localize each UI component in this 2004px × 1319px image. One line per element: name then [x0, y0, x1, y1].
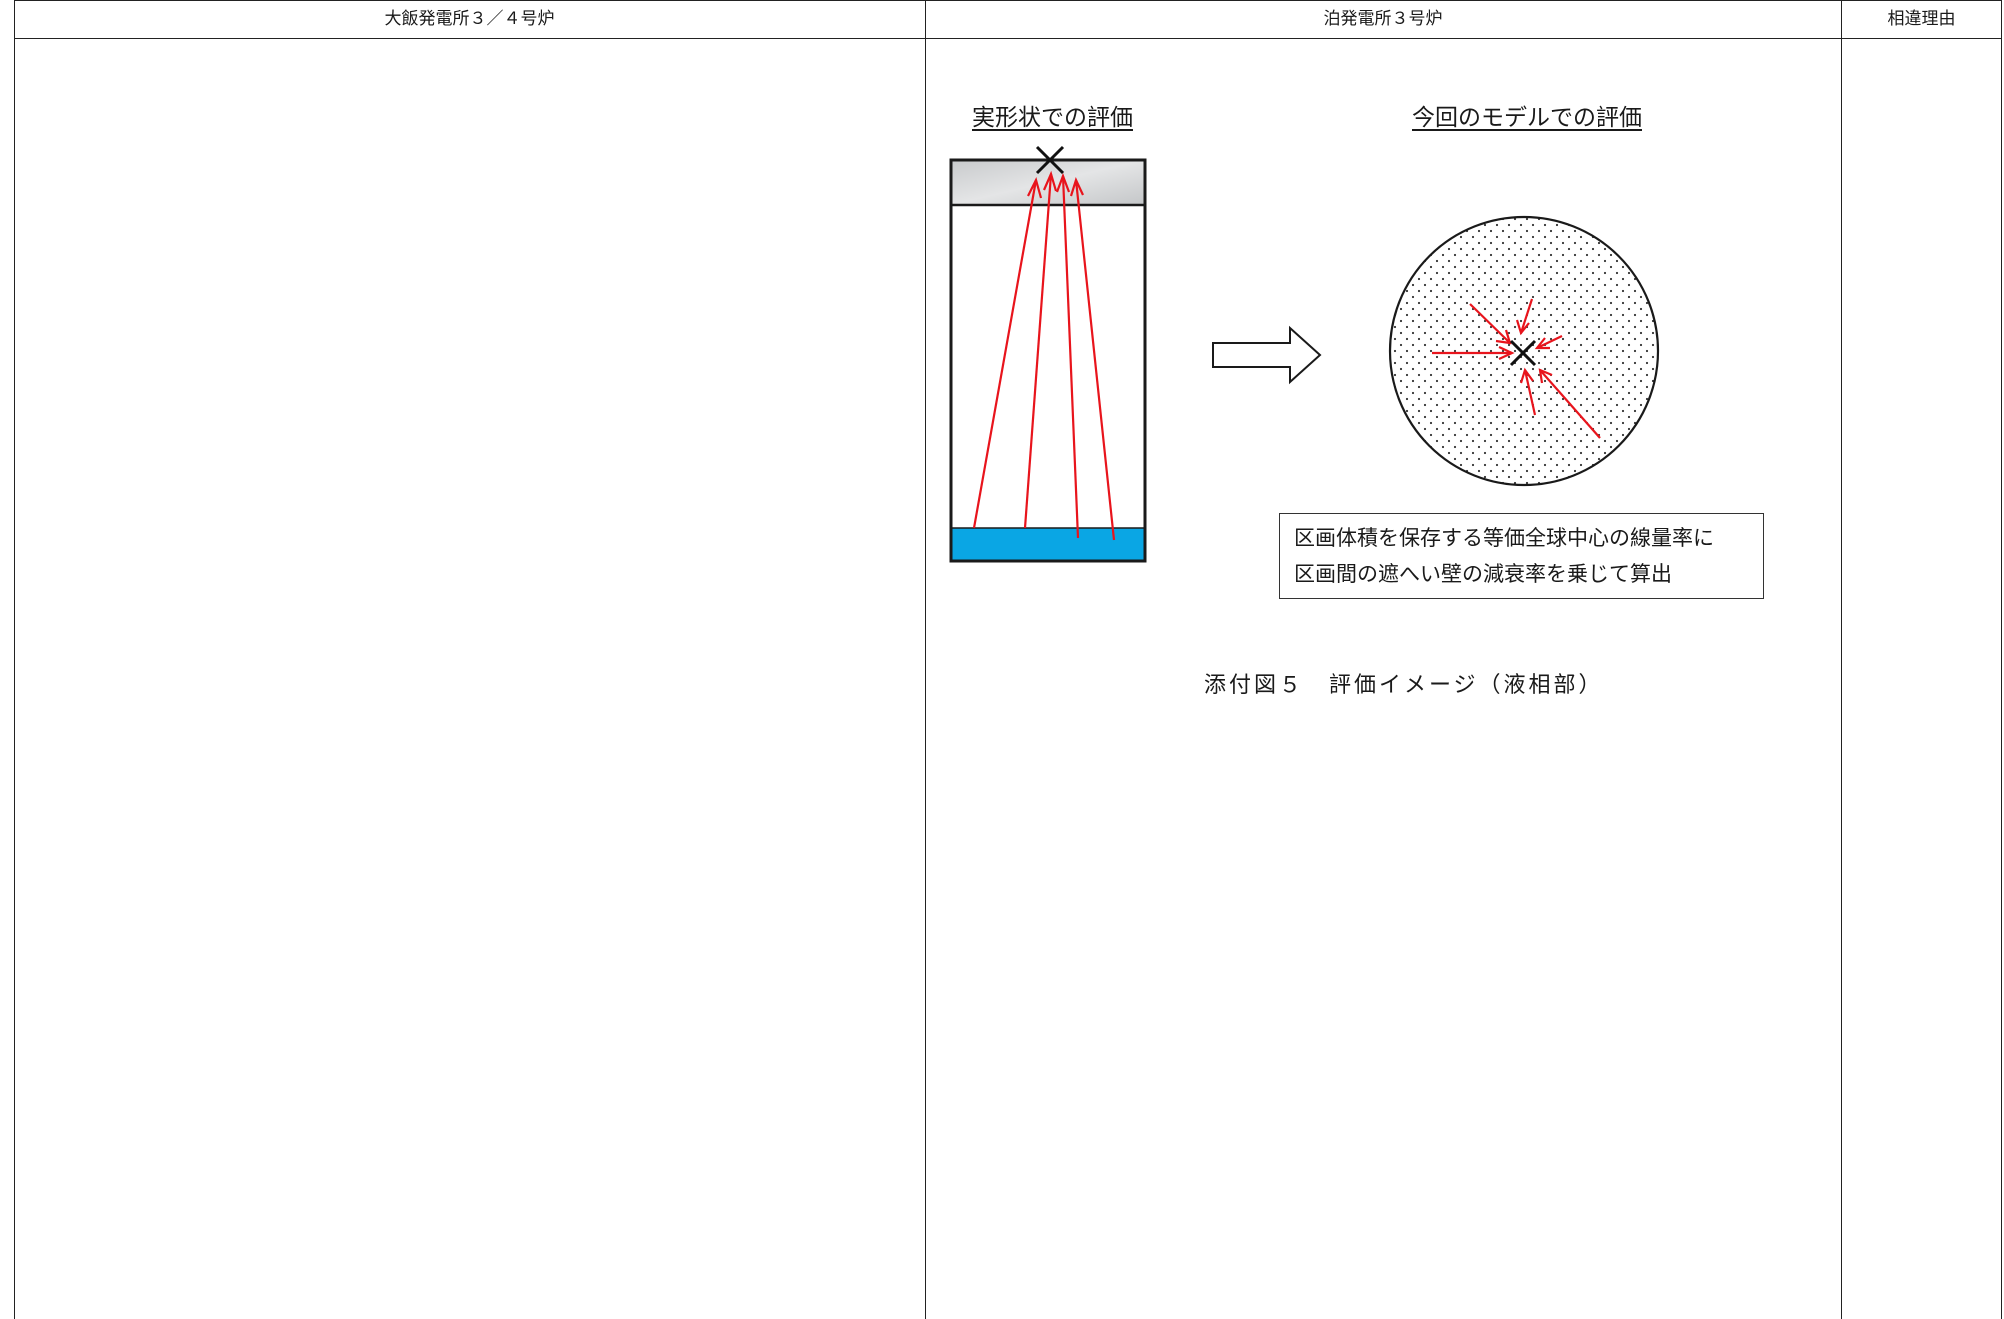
calculation-note-line2: 区画間の遮へい壁の減衰率を乗じて算出: [1294, 562, 1672, 586]
calculation-note-line1: 区画体積を保存する等価全球中心の線量率に: [1294, 526, 1714, 550]
column-header-tomari: 泊発電所３号炉: [1323, 9, 1443, 29]
column-divider-1: [925, 0, 926, 1319]
figure-caption: 添付図５ 評価イメージ（液相部）: [1204, 673, 1604, 698]
transition-arrow: [1212, 325, 1322, 385]
evaluation-point-marker-right: [1509, 339, 1537, 367]
evaluation-point-marker-left: [1035, 145, 1065, 175]
liquid-phase-region: [951, 528, 1145, 561]
header-divider: [14, 38, 2002, 39]
column-divider-2: [1841, 0, 1842, 1319]
model-arrows: [1432, 298, 1601, 439]
actual-shape-arrows: [972, 170, 1116, 541]
column-header-reason: 相違理由: [1887, 9, 1956, 29]
calculation-note-box: 区画体積を保存する等価全球中心の線量率に 区画間の遮へい壁の減衰率を乗じて算出: [1279, 513, 1764, 599]
model-title: 今回のモデルでの評価: [1412, 105, 1642, 131]
comparison-table-frame: [14, 0, 2002, 1319]
column-header-ohi: 大飯発電所３／４号炉: [384, 9, 555, 29]
actual-shape-title: 実形状での評価: [972, 105, 1133, 131]
